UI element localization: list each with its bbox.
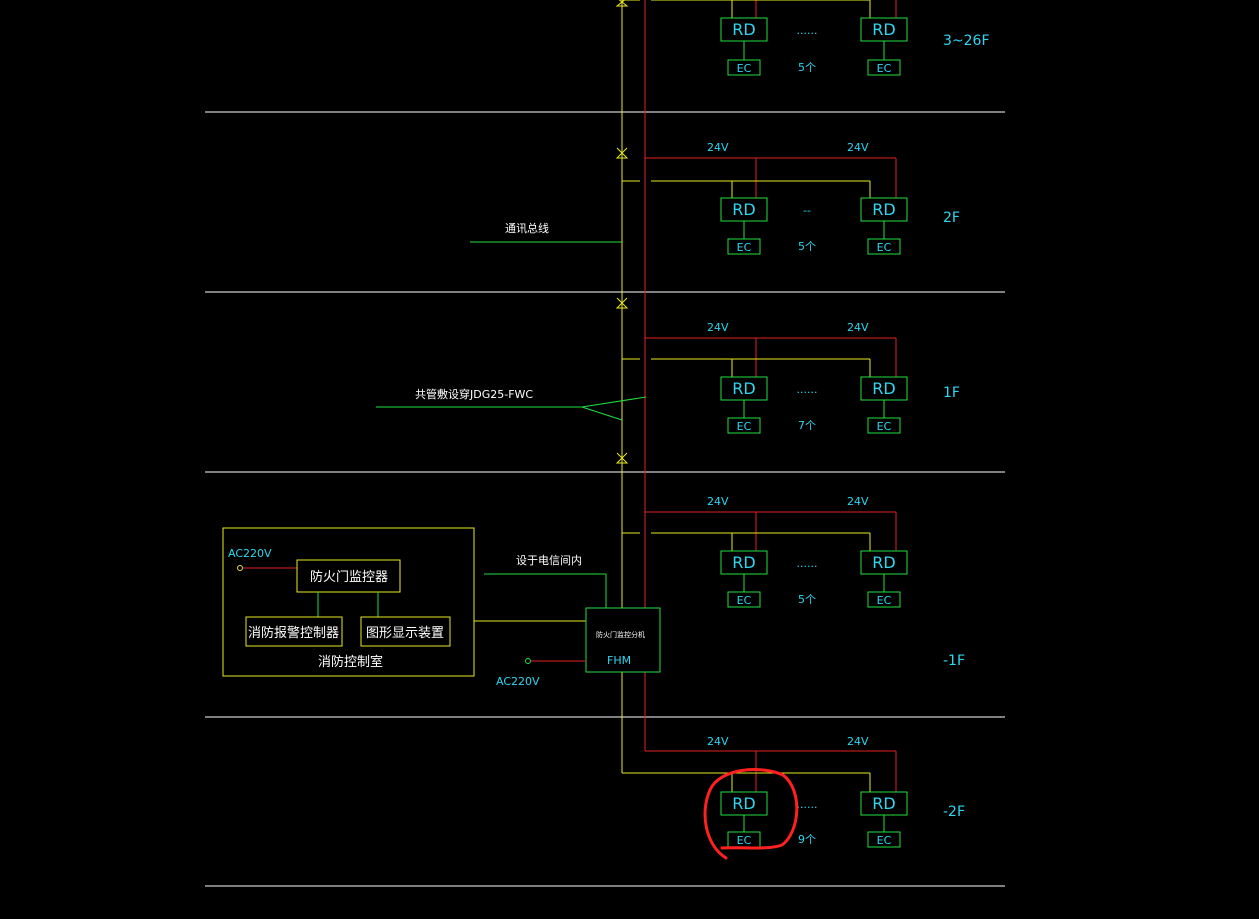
- graphic-display-box: [360, 616, 451, 647]
- floor-5-rd-label-left: RD: [732, 794, 755, 813]
- floor-4-ec-box-left: [727, 591, 761, 608]
- floor-5-voltage-left: 24V: [707, 735, 729, 748]
- floor-3-voltage-left: 24V: [707, 321, 729, 334]
- ac220v-left-label: AC220V: [228, 547, 272, 560]
- fire-door-monitor-label: 防火门监控器: [310, 569, 388, 585]
- fhm-box: [585, 607, 661, 673]
- floor-1-dots: ......: [797, 24, 818, 37]
- floor-1-ec-box-right: [867, 59, 901, 76]
- floor-4-ec-label-left: EC: [737, 594, 752, 607]
- conduit-leader: [376, 396, 647, 421]
- floor-5-floor-label: -2F: [943, 804, 965, 820]
- graphic-display-label: 图形显示装置: [366, 626, 444, 641]
- floor-2-floor-label: 2F: [943, 210, 960, 226]
- fhm-title-label: 防火门监控分机: [596, 630, 645, 639]
- floor-3-rd-label-left: RD: [732, 379, 755, 398]
- floor-3-voltage-right: 24V: [847, 321, 869, 334]
- floor-1-count: 5个: [798, 61, 816, 74]
- floor-5-ec-box-right: [867, 831, 901, 848]
- floor-3-ec-box-left: [727, 417, 761, 434]
- floor-3-count: 7个: [798, 419, 816, 432]
- conduit-label: 共管敷设穿JDG25-FWC: [415, 387, 533, 401]
- ac220v-bottom-terminal: [525, 658, 531, 664]
- control-room-box: [222, 527, 475, 677]
- control-room-title: 消防控制室: [318, 654, 383, 670]
- fire-door-monitor-box: [296, 559, 401, 593]
- floor-5-ec-label-right: EC: [877, 834, 892, 847]
- floor-2-ec-label-right: EC: [877, 241, 892, 254]
- floor-1-rd-label-right: RD: [872, 20, 895, 39]
- floor-1-rd-label-left: RD: [732, 20, 755, 39]
- floor-4-dots: ......: [797, 557, 818, 570]
- floor-2-voltage-left: 24V: [707, 141, 729, 154]
- floor-2-dots: --: [803, 204, 811, 217]
- floor-1-ec-box-left: [727, 59, 761, 76]
- floor-5-count: 9个: [798, 833, 816, 846]
- floor-separators: [205, 111, 1005, 887]
- floor-3-ec-label-left: EC: [737, 420, 752, 433]
- floor-2-ec-box-right: [867, 238, 901, 255]
- floor-2-count: 5个: [798, 240, 816, 253]
- comm-bus-label: 通讯总线: [505, 221, 549, 235]
- floor-3-floor-label: 1F: [943, 385, 960, 401]
- floor-2-voltage-right: 24V: [847, 141, 869, 154]
- ac220v-left-terminal: [237, 565, 243, 571]
- control-room-internal-wires: [317, 592, 379, 617]
- floor-4-voltage-left: 24V: [707, 495, 729, 508]
- floor-2-rd-label-right: RD: [872, 200, 895, 219]
- fhm-label: FHM: [607, 654, 631, 667]
- floor-1-ec-label-right: EC: [877, 62, 892, 75]
- ac220v-bottom-label: AC220V: [496, 675, 540, 688]
- floor-5-rd-label-right: RD: [872, 794, 895, 813]
- floor-5-voltage-right: 24V: [847, 735, 869, 748]
- floor-2-ec-box-left: [727, 238, 761, 255]
- floor-5-ec-label-left: EC: [737, 834, 752, 847]
- floor-1-floor-label: 3~26F: [943, 33, 990, 49]
- floor-3-ec-box-right: [867, 417, 901, 434]
- floor-2-ec-label-left: EC: [737, 241, 752, 254]
- floor-3-ec-label-right: EC: [877, 420, 892, 433]
- floor-3-dots: ......: [797, 383, 818, 396]
- floor-2-rd-label-left: RD: [732, 200, 755, 219]
- install-location-label: 设于电信间内: [516, 553, 582, 567]
- floor-4-rd-label-left: RD: [732, 553, 755, 572]
- fire-alarm-controller-box: [245, 616, 343, 647]
- floor-4-ec-label-right: EC: [877, 594, 892, 607]
- floor-4-floor-label: -1F: [943, 653, 965, 669]
- floor-4-rd-label-right: RD: [872, 553, 895, 572]
- floor-4-ec-box-right: [867, 591, 901, 608]
- floor-branches: RD EC RD EC...... 5个 3~26F RD EC RD EC -- 5个 24V 24V 2…: [622, 0, 990, 848]
- floor-4-voltage-right: 24V: [847, 495, 869, 508]
- red-annotation-circle: [703, 768, 799, 860]
- floor-4-count: 5个: [798, 593, 816, 606]
- riser-break-symbols: [615, 0, 629, 464]
- floor-1-ec-label-left: EC: [737, 62, 752, 75]
- floor-5-dots: ......: [797, 798, 818, 811]
- floor-3-rd-label-right: RD: [872, 379, 895, 398]
- fire-alarm-controller-label: 消防报警控制器: [248, 625, 339, 641]
